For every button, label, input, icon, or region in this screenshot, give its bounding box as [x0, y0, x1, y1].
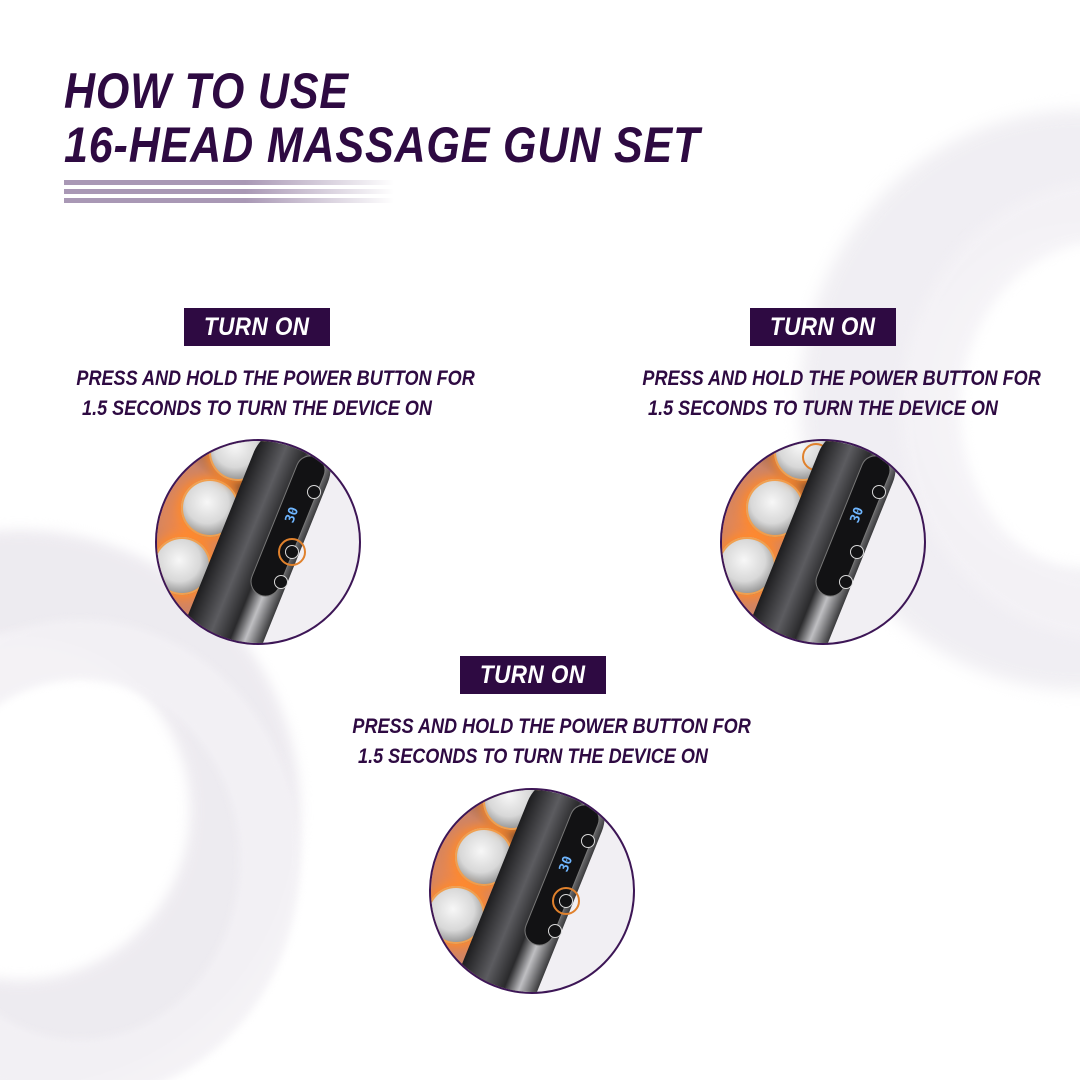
power-highlight-ring [278, 538, 306, 566]
stripe [64, 189, 394, 194]
massage-gun-photo-2: 30 [720, 439, 926, 645]
step-badge: TURN ON [184, 308, 330, 346]
decorative-stripes [64, 180, 394, 207]
stripe [64, 198, 394, 203]
massage-gun-photo-3: 30 [429, 788, 635, 994]
mode-button-icon [548, 924, 562, 938]
power-button-icon [850, 545, 864, 559]
step-description: PRESS AND HOLD THE POWER BUTTON FOR 1.5 … [352, 715, 751, 768]
step-panel-3: TURN ON PRESS AND HOLD THE POWER BUTTON … [323, 656, 751, 772]
plus-button-icon [307, 485, 321, 499]
mode-button-icon [274, 575, 288, 589]
step-panel-2: TURN ON PRESS AND HOLD THE POWER BUTTON … [613, 308, 1041, 424]
step-description: PRESS AND HOLD THE POWER BUTTON FOR 1.5 … [76, 367, 475, 420]
step-badge: TURN ON [750, 308, 896, 346]
power-highlight-ring [552, 887, 580, 915]
title-line-2: 16-HEAD MASSAGE GUN SET [64, 117, 701, 173]
mode-button-icon [839, 575, 853, 589]
plus-button-icon [581, 834, 595, 848]
background-ring-left-inner [0, 620, 300, 1080]
massage-gun-photo-1: 30 [155, 439, 361, 645]
stripe [64, 180, 394, 185]
step-description: PRESS AND HOLD THE POWER BUTTON FOR 1.5 … [642, 367, 1041, 420]
plus-button-icon [872, 485, 886, 499]
title-line-1: HOW TO USE [64, 63, 349, 119]
page-title: HOW TO USE 16-HEAD MASSAGE GUN SET [64, 64, 700, 172]
step-panel-1: TURN ON PRESS AND HOLD THE POWER BUTTON … [47, 308, 475, 424]
step-badge: TURN ON [460, 656, 606, 694]
